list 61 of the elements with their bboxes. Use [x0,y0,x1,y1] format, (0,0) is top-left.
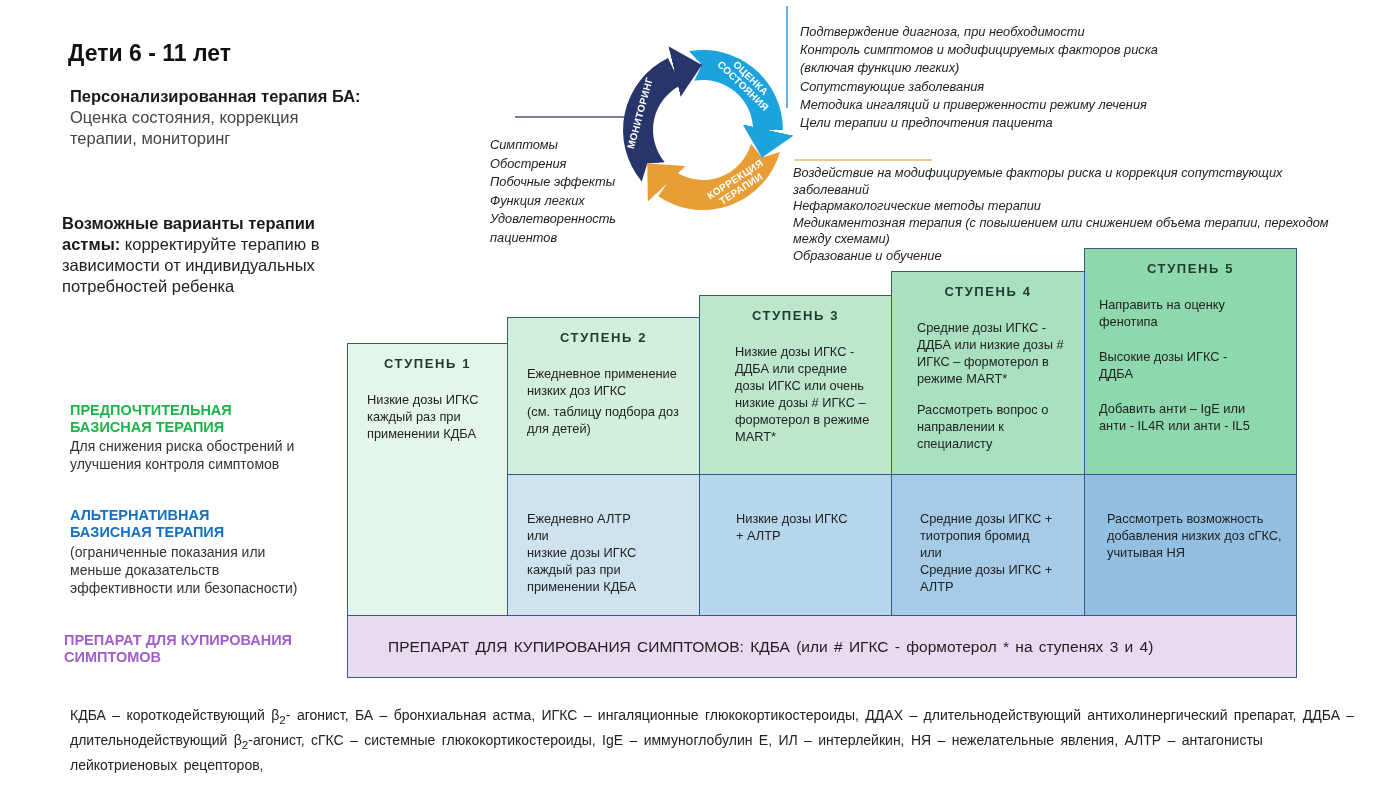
arrowhead [742,124,794,159]
section-text: Оценка состояния, коррекция терапии, мониторинг [70,107,300,149]
alternative-box [699,474,892,616]
step-heading: СТУПЕНЬ 1 [382,356,473,371]
step-text: Низкие дозы ИГКС каждый раз при применении КДБА [367,391,480,442]
arrowhead [668,46,703,97]
cell-text: или [920,544,943,561]
list-item: Сопутствующие заболевания [800,77,986,96]
row-description: (ограниченные показания или меньше доказательств эффективности или безопасности) [70,543,299,597]
list-item: Функция легких [490,191,586,210]
list-item: Медикаментозная терапия (с повышением или снижением объема терапии, переходом между схемами) [793,214,1330,248]
alternative-box [1084,474,1297,616]
step-box [1084,248,1297,475]
step-box [699,295,892,475]
step-text: Рассмотреть вопрос о направлении к специалисту [917,401,1050,452]
cell-text: низкие дозы ИГКС каждый раз при применении КДБА [527,544,638,595]
reliever-band [347,615,1297,678]
step-box [891,271,1085,475]
list-item: Воздействие на модифицируемые факторы риска и коррекция сопутствующих заболеваний [793,165,1284,198]
section-heading: Персонализированная терапия БА: [70,86,362,106]
cell-text: Средние дозы ИГКС + АЛТР [920,561,1054,595]
step-heading: СТУПЕНЬ 2 [558,330,649,345]
row-heading: АЛЬТЕРНАТИВНАЯ БАЗИСНАЯ ТЕРАПИЯ [70,507,226,541]
step-text: (см. таблицу подбора доз для детей) [527,403,680,437]
arrowhead [646,162,686,202]
step-text: Направить на оценку фенотипа [1099,296,1226,330]
row-heading: ПРЕПАРАТ ДЛЯ КУПИРОВАНИЯ СИМПТОМОВ [64,632,293,666]
list-item: Обострения [490,154,568,173]
row-heading: ПРЕДПОЧТИТЕЛЬНАЯ БАЗИСНАЯ ТЕРАПИЯ [70,402,233,436]
list-item: Удовлетворенность пациентов [490,210,618,247]
footnote: КДБА – короткодействующий β$_{2}$- агонист, БА – бронхиальная астма, ИГКС – ингаляционные глюкокортикостероиды, ДДАХ – длительнодействующий антихолинергический препарат, ДДБА – длительнодействующий β$_{2}$-агонист, сГКС – системные глюкокортикостероиды, IgE – иммуноглобулин Е, ИЛ – интерлейкин, НЯ – нежелательные явления, АЛТР – антагонисты лейкотриеновых рецепторов, [70,706,1356,775]
step-heading: СТУПЕНЬ 4 [943,284,1033,299]
row-description: Для снижения риска обострений и улучшения контроля симптомов [70,437,296,473]
step-heading: СТУПЕНЬ 5 [1145,261,1236,276]
alternative-box [507,474,700,616]
step-heading: СТУПЕНЬ 3 [750,308,841,323]
list-item: Контроль симптомов и модифицируемых факторов риска (включая функцию легких) [800,41,1159,78]
step-text: Ежедневное применение низких доз ИГКС [527,365,678,399]
step-box [507,317,700,475]
list-item: Побочные эффекты [490,173,617,191]
step-text: Низкие дозы ИГКС - ДДБА или средние дозы ИГКС или очень низкие дозы # ИГКС – формотерол в режиме MART* [735,343,871,445]
description-text: Возможные варианты терапии астмы: корректируйте терапию в зависимости от индивидуальных потребностей ребенка [62,213,321,297]
step-box [347,343,508,616]
step-text: Средние дозы ИГКС - ДДБА или низкие дозы # ИГКС – формотерол в режиме MART* [917,319,1064,387]
list-item: Симптомы [490,136,559,154]
cell-text: или [527,527,550,544]
list-item: Образование и обучение [793,247,943,264]
cell-text: Низкие дозы ИГКС + АЛТР [736,510,849,544]
cycle-segment [658,143,780,210]
cycle-segment [689,50,783,130]
list-item: Нефармакологические методы терапии [793,198,1042,215]
step-text: Высокие дозы ИГКС - ДДБА [1099,348,1229,382]
cell-text: Ежедневно АЛТР [527,510,632,527]
page-title: Дети 6 - 11 лет [68,40,231,67]
list-item: Методика ингаляций и приверженности режиму лечения [800,95,1148,114]
list-item: Цели терапии и предпочтения пациента [800,114,1054,132]
step-text: Добавить анти – IgE или анти - IL4R или анти - IL5 [1099,400,1251,434]
band-text: ПРЕПАРАТ ДЛЯ КУПИРОВАНИЯ СИМПТОМОВ: КДБА (или # ИГКС - формотерол * на ступенях 3 и 4) [388,637,1155,656]
alternative-box [891,474,1085,616]
list-item: Подтверждение диагноза, при необходимости [800,23,1086,41]
cell-text: Рассмотреть возможность добавления низких доз сГКС, учитывая НЯ [1107,510,1282,561]
